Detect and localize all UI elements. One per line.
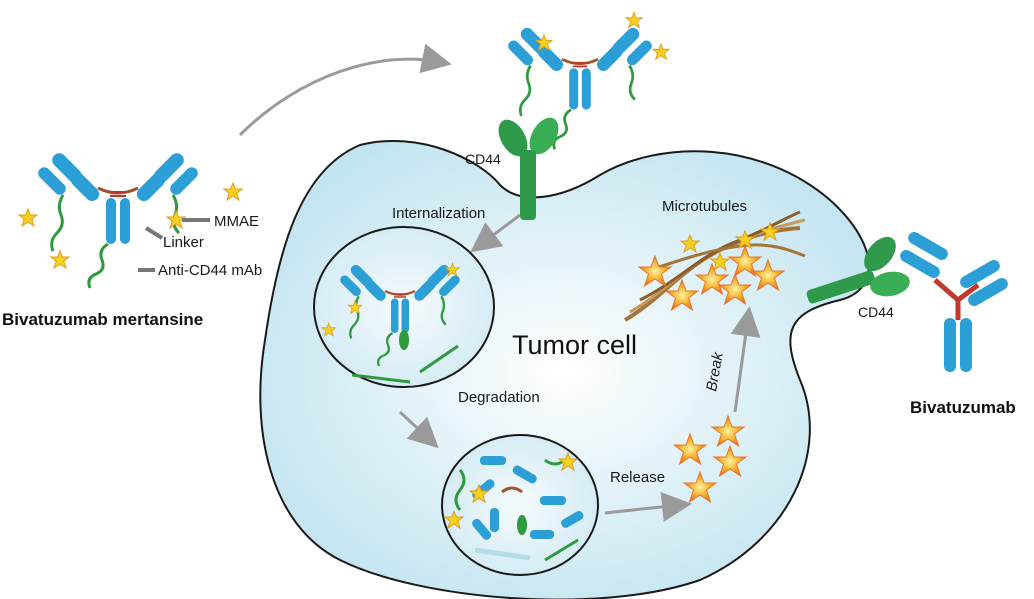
tumor-cell-label: Tumor cell — [512, 330, 637, 360]
binding-arrow — [238, 43, 452, 137]
linker-label: Linker — [163, 234, 204, 251]
mmae-label: MMAE — [214, 213, 259, 230]
cd44-right-label: CD44 — [858, 304, 894, 320]
drug-name-label: Bivatuzumab mertansine — [2, 310, 203, 329]
bivatuzumab-antibody-icon — [900, 232, 1008, 372]
bivatuzumab-label: Bivatuzumab — [910, 398, 1016, 417]
lysosome-icon — [441, 434, 599, 576]
internalization-label: Internalization — [392, 205, 485, 222]
microtubule-icon — [624, 210, 806, 322]
antibody-label: Anti-CD44 mAb — [158, 262, 262, 279]
break-label: Break — [703, 350, 727, 393]
degraded-fragments — [444, 452, 584, 562]
adc-bound-icon — [504, 11, 670, 151]
cd44-receptor-icon — [498, 117, 559, 220]
cd44-receptor-right-icon — [806, 236, 910, 304]
cd44-top-label: CD44 — [465, 151, 501, 167]
microtubules-label: Microtubules — [662, 198, 747, 215]
release-label: Release — [610, 469, 665, 486]
degradation-label: Degradation — [458, 389, 540, 406]
